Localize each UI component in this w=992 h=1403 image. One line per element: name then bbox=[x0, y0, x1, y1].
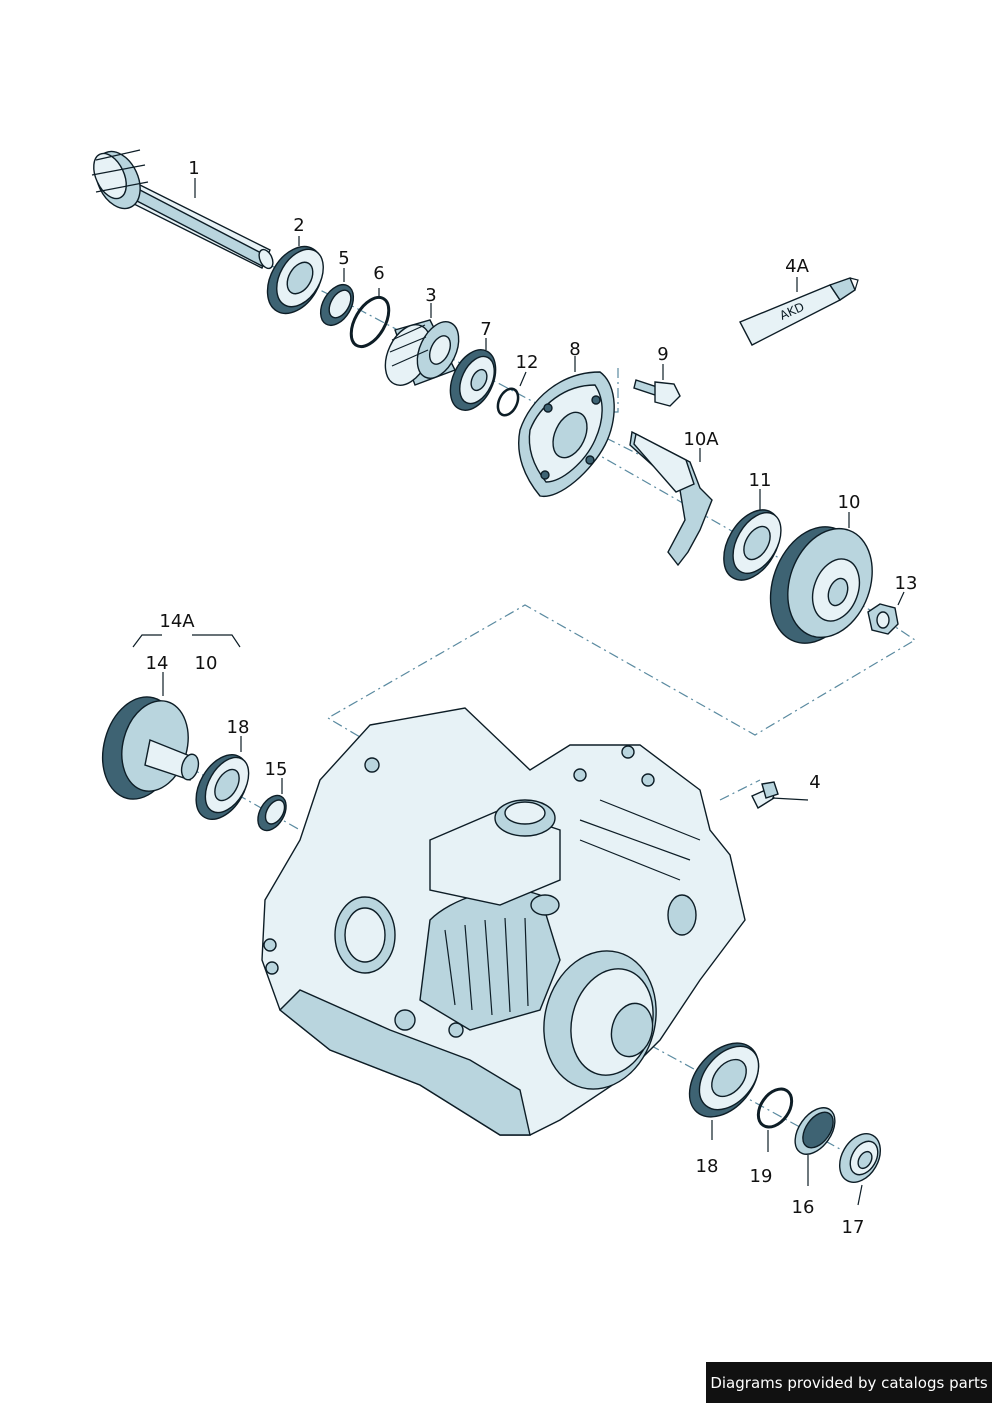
callout-4: 4 bbox=[809, 772, 821, 793]
part-8-cover-plate bbox=[518, 371, 615, 497]
transmission-housing bbox=[261, 707, 746, 1136]
callout-12: 12 bbox=[515, 352, 539, 373]
callout-18-upper: 18 bbox=[226, 717, 250, 738]
callout-13: 13 bbox=[894, 573, 918, 594]
callout-15: 15 bbox=[264, 759, 288, 780]
callout-14a: 14A bbox=[159, 611, 195, 632]
part-9-bolt bbox=[633, 379, 681, 407]
leader-lines bbox=[132, 178, 905, 1206]
callout-10: 10 bbox=[837, 492, 861, 513]
callout-11: 11 bbox=[748, 470, 772, 491]
part-2-bearing bbox=[266, 245, 324, 315]
callout-1: 1 bbox=[188, 158, 200, 179]
callout-18-lower: 18 bbox=[695, 1156, 719, 1177]
part-5-ring bbox=[319, 284, 355, 326]
callout-17: 17 bbox=[841, 1217, 865, 1238]
part-11-bearing bbox=[723, 509, 782, 581]
part-14-gear bbox=[102, 696, 200, 800]
part-12-ring bbox=[496, 387, 520, 417]
part-18-bearing-lower bbox=[688, 1042, 760, 1118]
part-6-oring bbox=[349, 295, 391, 349]
callout-3: 3 bbox=[425, 285, 437, 306]
part-3-sleeve bbox=[384, 319, 460, 386]
callout-4a: 4A bbox=[785, 256, 809, 277]
callout-8: 8 bbox=[569, 339, 581, 360]
callout-16: 16 bbox=[791, 1197, 815, 1218]
part-19-ring bbox=[756, 1087, 794, 1129]
callout-10a: 10A bbox=[683, 429, 719, 450]
part-10a-shift-fork bbox=[629, 430, 713, 567]
part-17-flange bbox=[839, 1133, 881, 1183]
callout-14: 14 bbox=[145, 653, 169, 674]
part-7-hub bbox=[449, 349, 497, 411]
part-18-bearing-upper bbox=[195, 754, 250, 820]
part-4a-tube: AKD bbox=[739, 277, 859, 346]
part-13-nut bbox=[867, 603, 899, 635]
callout-6: 6 bbox=[373, 263, 385, 284]
part-1-shaft bbox=[91, 149, 274, 270]
credit-banner: Diagrams provided by catalogs parts bbox=[706, 1362, 992, 1403]
callout-19: 19 bbox=[749, 1166, 773, 1187]
callout-9: 9 bbox=[657, 344, 669, 365]
callout-5: 5 bbox=[338, 248, 350, 269]
callout-7: 7 bbox=[480, 319, 492, 340]
part-15-ring bbox=[257, 794, 287, 832]
callout-2: 2 bbox=[293, 215, 305, 236]
part-4-bolt bbox=[751, 781, 779, 810]
part-16-cap bbox=[794, 1107, 836, 1155]
part-10-gear bbox=[769, 526, 873, 644]
callout-10-group: 10 bbox=[194, 653, 218, 674]
